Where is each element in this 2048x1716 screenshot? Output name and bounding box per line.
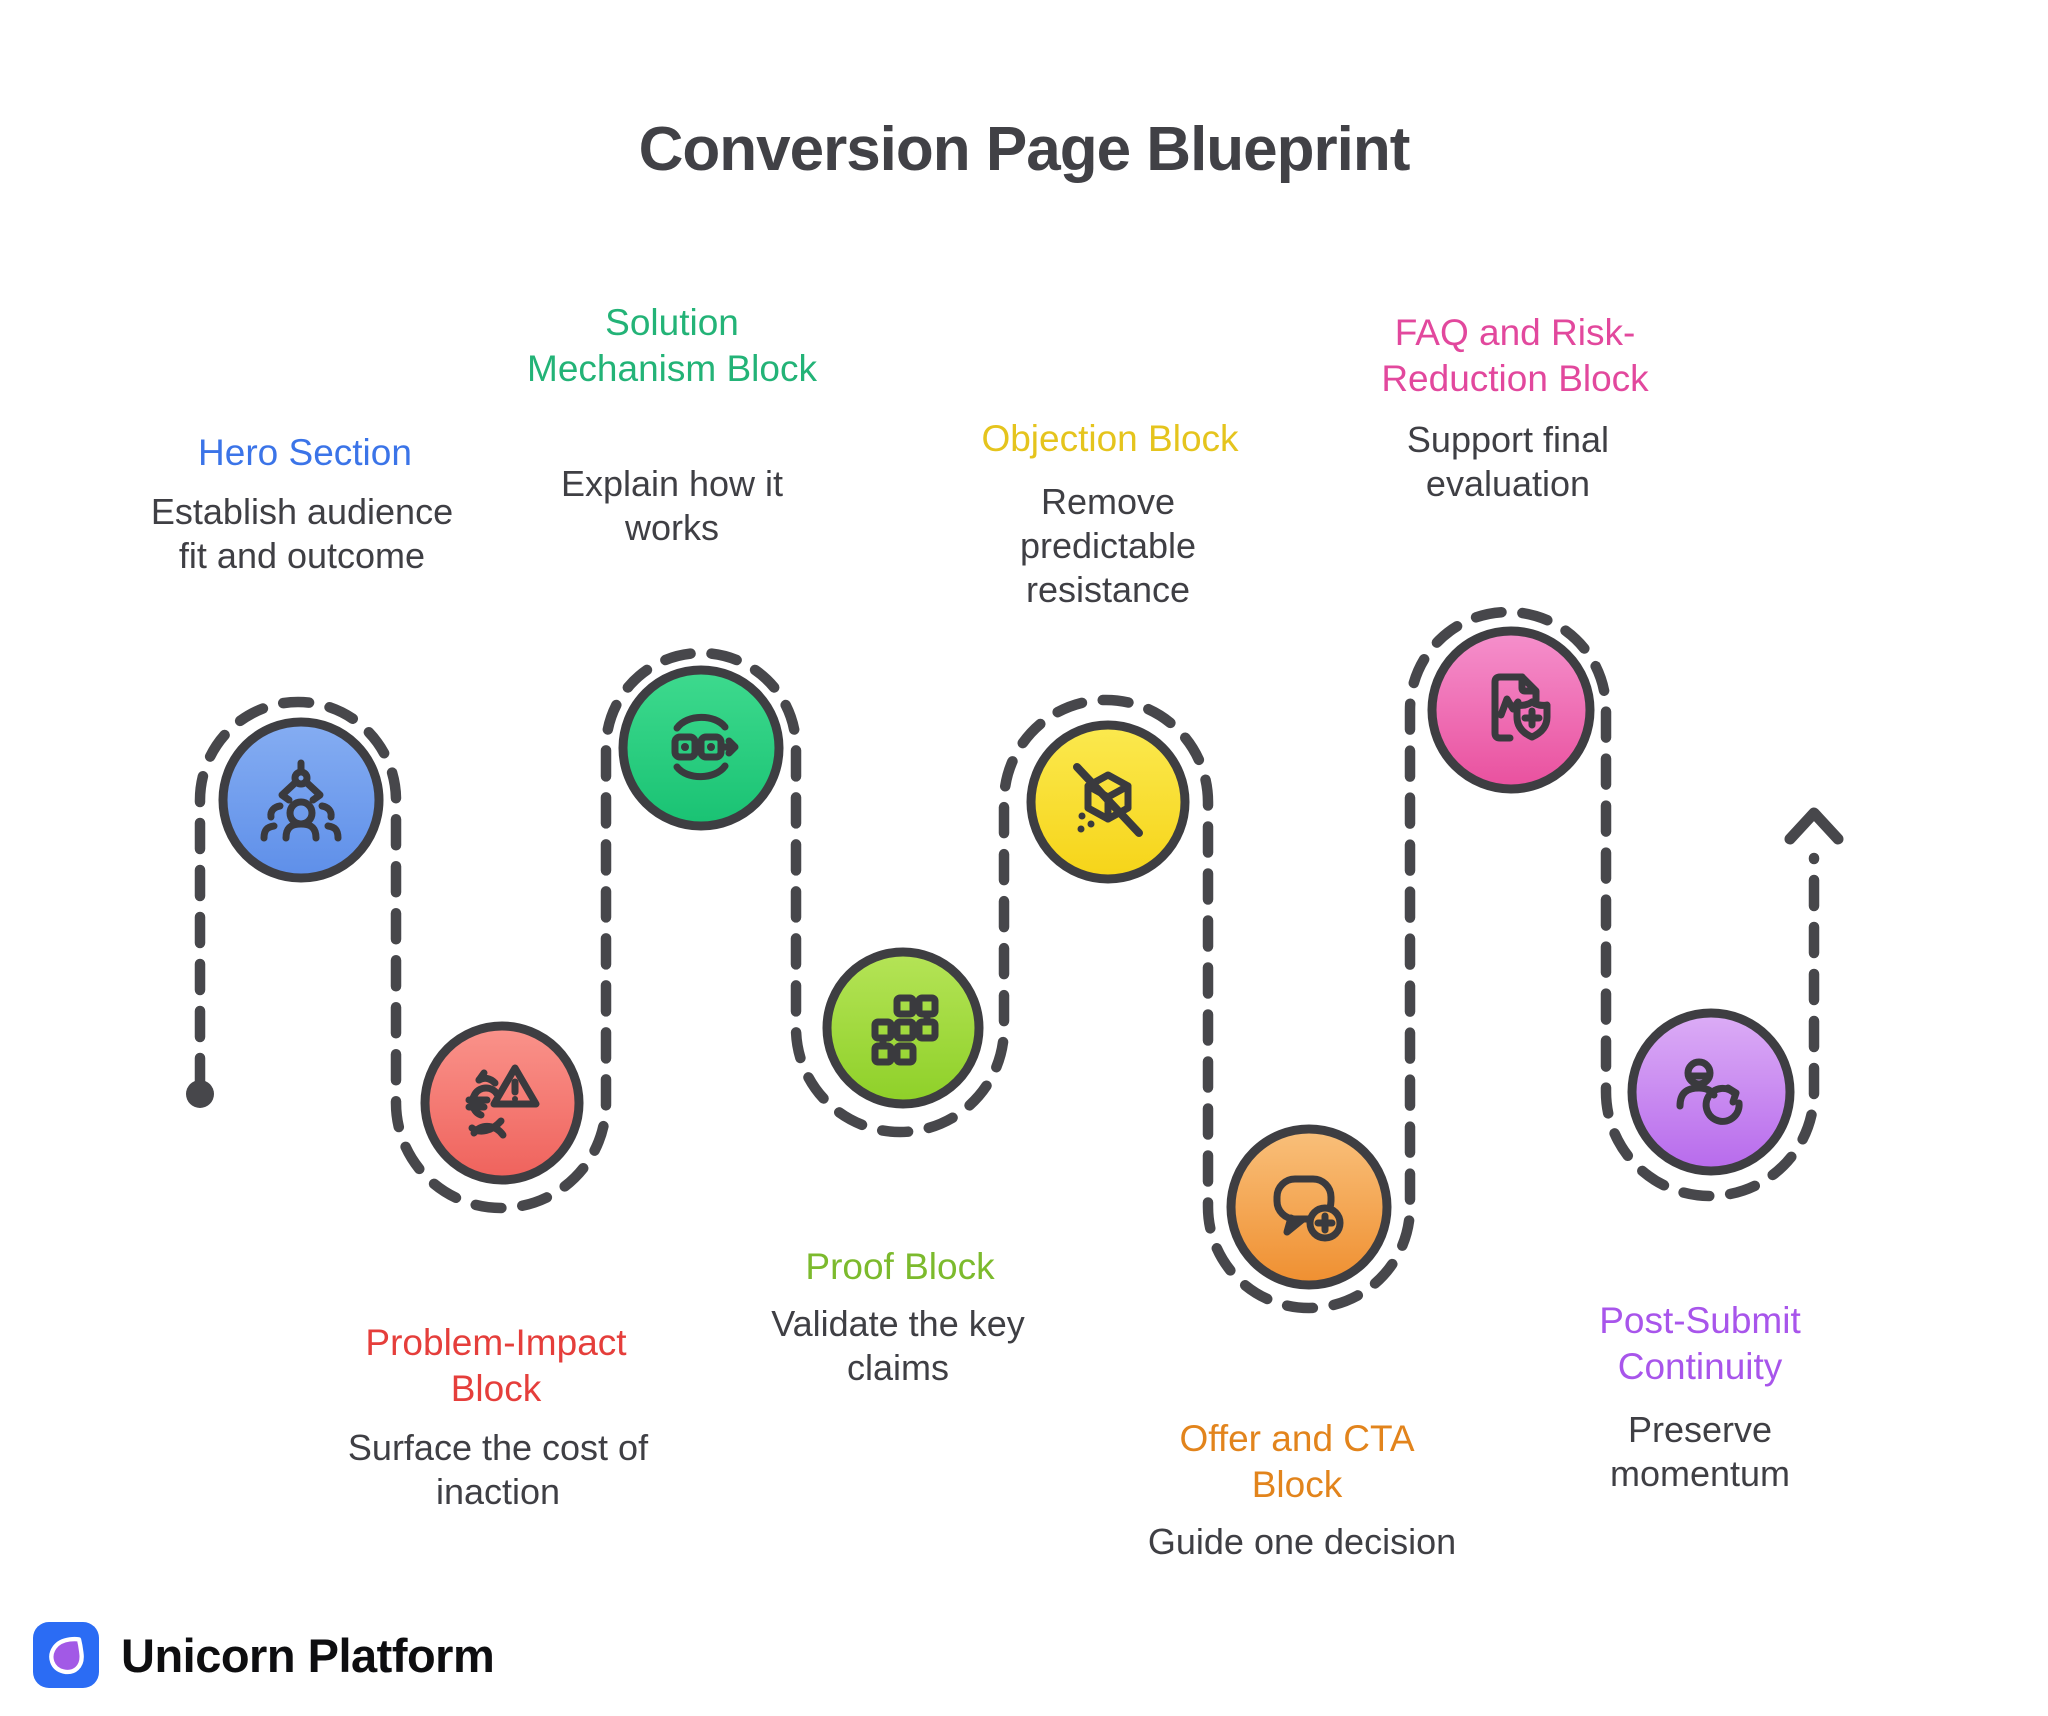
node-offer-cta <box>1226 1124 1392 1290</box>
page-title: Conversion Page Blueprint <box>638 115 1411 184</box>
cost-warning-icon <box>465 1064 540 1139</box>
node-label-offer-cta: Offer and CTA Block <box>1179 1418 1415 1505</box>
person-refresh-icon <box>1676 1058 1743 1125</box>
node-desc-proof: Validate the key claims <box>771 1303 1025 1388</box>
end-arrow-icon <box>1784 807 1844 845</box>
node-label-objection: Objection Block <box>981 418 1239 459</box>
node-solution-mechanism <box>618 665 784 831</box>
node-problem-impact <box>420 1021 584 1185</box>
node-hero <box>218 717 384 883</box>
node-label-proof: Proof Block <box>805 1246 995 1287</box>
node-desc-problem-impact: Surface the cost of inaction <box>347 1427 649 1512</box>
node-desc-post-submit: Preserve momentum <box>1609 1409 1791 1494</box>
node-desc-solution-mechanism: Explain how it works <box>560 463 784 548</box>
node-desc-objection: Remove predictable resistance <box>1019 481 1197 610</box>
node-proof <box>822 947 984 1109</box>
flow-path <box>194 606 1820 1314</box>
unicorn-drop-icon <box>49 1636 84 1675</box>
node-post-submit <box>1627 1008 1795 1176</box>
doc-shield-icon <box>1491 673 1551 742</box>
linked-blocks-icon <box>871 994 939 1066</box>
brand-footer: Unicorn Platform <box>33 1622 495 1688</box>
node-label-problem-impact: Problem-Impact Block <box>365 1322 627 1409</box>
node-objection <box>1026 720 1190 884</box>
node-label-post-submit: Post-Submit Continuity <box>1599 1300 1801 1387</box>
no-cube-icon <box>1073 763 1143 837</box>
node-desc-hero: Establish audience fit and outcome <box>150 491 454 576</box>
node-desc-offer-cta: Guide one decision <box>1147 1521 1457 1562</box>
brand-name: Unicorn Platform <box>121 1628 495 1682</box>
add-comment-icon <box>1273 1175 1344 1242</box>
start-dot <box>186 1080 214 1108</box>
node-label-hero: Hero Section <box>198 432 412 473</box>
node-label-solution-mechanism: Solution Mechanism Block <box>527 302 817 389</box>
brand-logo <box>33 1622 99 1688</box>
audience-fit-icon <box>260 759 342 842</box>
node-faq-risk <box>1427 626 1595 794</box>
process-flow-icon <box>671 713 739 781</box>
node-label-faq-risk: FAQ and Risk-Reduction Block <box>1381 312 1649 399</box>
node-desc-faq-risk: Support final evaluation <box>1406 419 1610 504</box>
